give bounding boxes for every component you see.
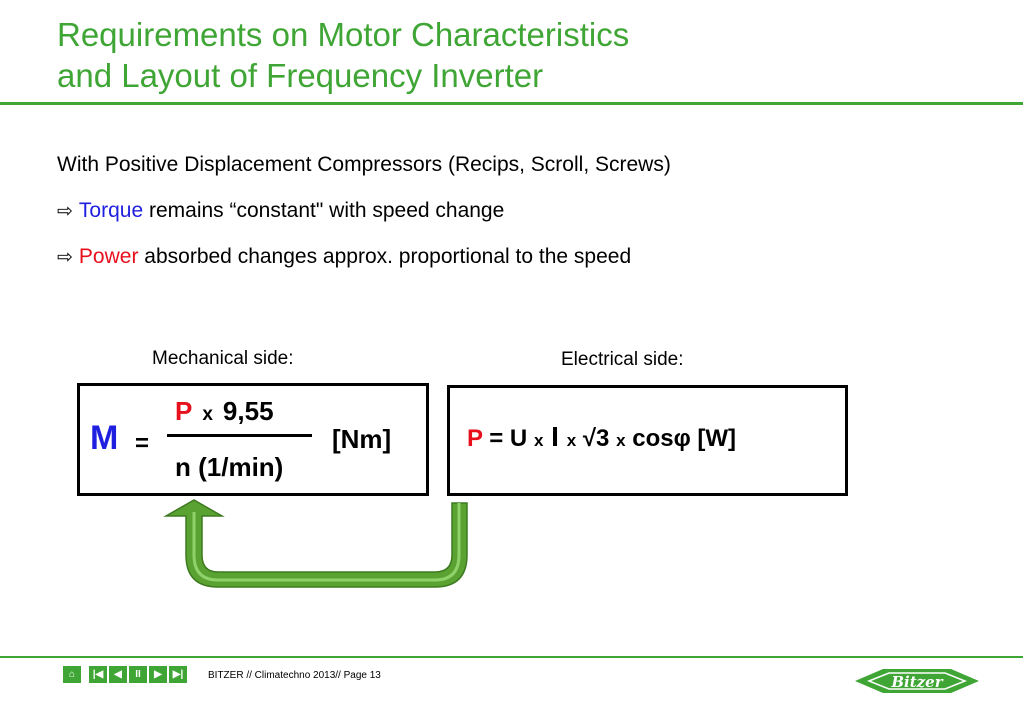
- electrical-side-label: Electrical side:: [561, 349, 684, 370]
- fraction-bar: [167, 434, 312, 437]
- slide-title: Requirements on Motor Characteristics an…: [57, 14, 629, 96]
- next-slide-icon[interactable]: ▶: [149, 666, 167, 683]
- sqrt3-term: √3: [576, 425, 617, 452]
- home-icon[interactable]: ⌂: [63, 666, 81, 683]
- title-line-1: Requirements on Motor Characteristics: [57, 16, 630, 53]
- pause-icon[interactable]: II: [129, 666, 147, 683]
- title-divider: [0, 102, 1023, 105]
- logo-text: Bitzer: [890, 673, 943, 691]
- previous-slide-icon[interactable]: ◀: [109, 666, 127, 683]
- electrical-formula: P = U x I x √3 x cosφ [W]: [467, 421, 736, 453]
- times-sign: x: [566, 431, 577, 450]
- last-slide-icon[interactable]: ▶|: [169, 666, 187, 683]
- slide-navigation: ⌂ |◀ ◀ II ▶ ▶|: [63, 666, 187, 683]
- voltage-term: = U: [482, 425, 534, 452]
- power-symbol: P: [175, 396, 193, 426]
- bullet-power-text: absorbed changes approx. proportional to…: [138, 245, 632, 268]
- mechanical-side-label: Mechanical side:: [152, 348, 294, 369]
- footer-text: BITZER // Climatechno 2013// Page 13: [208, 670, 381, 681]
- factor-value: 9,55: [222, 396, 274, 426]
- bitzer-logo-icon: Bitzer: [855, 669, 979, 693]
- formula-denominator: n (1/min): [175, 452, 284, 482]
- times-sign: x: [533, 431, 544, 450]
- times-sign: x: [616, 431, 626, 450]
- torque-unit: [Nm]: [332, 424, 392, 454]
- intro-text: With Positive Displacement Compressors (…: [57, 153, 671, 176]
- electrical-formula-box: P = U x I x √3 x cosφ [W]: [447, 385, 848, 496]
- bullet-power: ⇨Power absorbed changes approx. proporti…: [57, 245, 631, 269]
- title-line-2: and Layout of Frequency Inverter: [57, 57, 544, 94]
- power-symbol: P: [467, 425, 483, 452]
- power-keyword: Power: [78, 245, 139, 268]
- first-slide-icon[interactable]: |◀: [89, 666, 107, 683]
- cos-phi-term: cosφ [W]: [625, 425, 737, 452]
- arrow-right-icon: ⇨: [57, 247, 73, 268]
- torque-symbol: M: [90, 419, 119, 457]
- times-sign: x: [202, 404, 213, 425]
- bullet-torque: ⇨Torque remains “constant" with speed ch…: [57, 199, 504, 223]
- torque-keyword: Torque: [78, 199, 144, 222]
- current-term: I: [543, 421, 567, 452]
- arrow-right-icon: ⇨: [57, 201, 73, 222]
- bullet-torque-text: remains “constant" with speed change: [143, 199, 505, 222]
- equals-sign: =: [135, 430, 150, 457]
- footer-divider: [0, 656, 1023, 658]
